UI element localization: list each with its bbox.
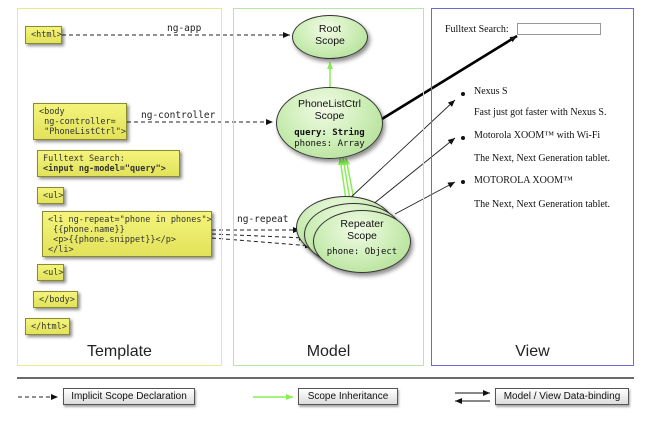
search-line: Fulltext Search:: [43, 154, 125, 164]
root-scope-title: Root: [318, 23, 342, 35]
phone-name: MOTOROLA XOOM™: [474, 175, 573, 186]
phone-snippet: The Next, Next Generation tablet.: [474, 199, 611, 210]
view-panel: View: [431, 8, 634, 366]
html-open-text: <html>: [31, 30, 62, 40]
phonelist-scope-title: PhoneListCtrl: [297, 98, 362, 110]
list-bullet: [461, 180, 465, 184]
inheritance-arrow: [338, 157, 347, 201]
list-bullet: [461, 92, 465, 96]
phone-snippet: The Next, Next Generation tablet.: [474, 153, 611, 164]
view-search-input[interactable]: [517, 23, 601, 35]
ul-open-block: <ul>: [37, 187, 64, 204]
inheritance-arrow: [344, 157, 355, 201]
phones-property: phones: Array: [294, 139, 365, 149]
search-line: <input ng-model="query">: [43, 164, 166, 174]
template-panel: Template: [17, 8, 222, 366]
view-search-label: Fulltext Search:: [445, 24, 509, 35]
body-line: <body: [39, 107, 65, 117]
repeater-scope-subtitle: Scope: [347, 230, 377, 242]
ng-repeat-connector: [211, 233, 307, 241]
root-scope: Root Scope: [292, 15, 368, 59]
li-line: {{phone.name}}: [48, 225, 125, 235]
inheritance-arrow: [341, 157, 351, 201]
view-panel-title: View: [515, 343, 550, 360]
html-close-text: </html>: [31, 322, 67, 332]
legend-data-binding: Model / View Data-binding: [495, 388, 629, 405]
legend-scope-inheritance: Scope Inheritance: [298, 388, 398, 405]
root-scope-subtitle: Scope: [315, 35, 345, 47]
data-binding-arrow: [363, 34, 518, 132]
body-line: ng-controller=: [39, 117, 116, 127]
li-line: </li>: [48, 245, 74, 255]
phone-property: phone: Object: [326, 247, 398, 257]
html-close-block: </html>: [25, 318, 70, 335]
body-line: "PhoneListCtrl">: [39, 127, 126, 137]
ng-repeat-label: ng-repeat: [237, 214, 289, 225]
phone-name: Motorola XOOM™ with Wi-Fi: [474, 130, 601, 141]
list-bullet: [461, 136, 465, 140]
li-repeat-block: <li ng-repeat="phone in phones"> {{phone…: [42, 211, 212, 257]
body-controller-block: <body ng-controller= "PhoneListCtrl">: [33, 103, 127, 140]
ng-repeat-connector: [211, 237, 313, 249]
phonelist-scope-subtitle: Scope: [314, 110, 345, 122]
model-panel-title: Model: [306, 343, 351, 360]
repeater-scope-title: Repeater: [340, 218, 384, 230]
phone-snippet: Fast just got faster with Nexus S.: [474, 107, 607, 118]
ng-app-label: ng-app: [167, 23, 202, 34]
phone-name: Nexus S: [474, 86, 508, 97]
ul-close-block: <ul>: [37, 264, 64, 281]
ul-close-text: <ul>: [43, 268, 64, 278]
body-close-block: </body>: [33, 291, 78, 308]
repeater-to-view-arrow: [394, 181, 456, 215]
model-panel: Model: [233, 8, 424, 366]
li-line: <p>{{phone.snippet}}</p>: [48, 235, 176, 245]
query-property: query: String: [294, 128, 365, 138]
li-line: <li ng-repeat="phone in phones">: [48, 215, 212, 225]
repeater-to-view-arrow: [371, 137, 456, 206]
phonelistctrl-scope: PhoneListCtrl Scope query: String phones…: [276, 87, 383, 159]
body-close-text: </body>: [39, 295, 75, 305]
search-input-block: Fulltext Search:<input ng-model="query">: [37, 150, 180, 177]
legend-implicit-scope: Implicit Scope Declaration: [63, 388, 195, 405]
html-open-block: <html>: [25, 26, 62, 44]
template-panel-title: Template: [87, 343, 152, 360]
ng-controller-label: ng-controller: [141, 110, 216, 121]
repeater-scope: Repeater Scope phone: Object: [313, 210, 411, 273]
ul-open-text: <ul>: [43, 191, 64, 201]
